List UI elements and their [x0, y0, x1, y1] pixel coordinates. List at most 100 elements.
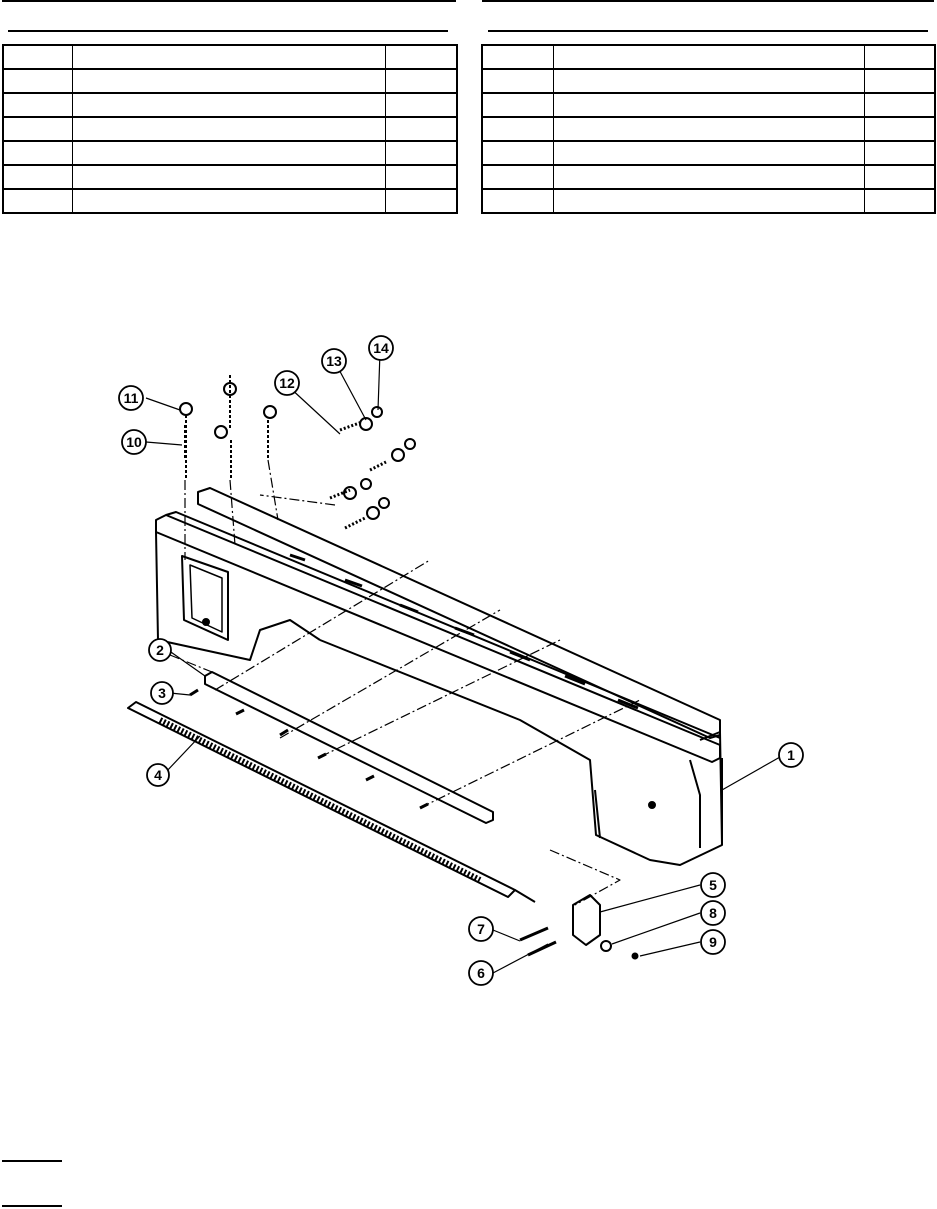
- part-ref-cell: [2, 188, 74, 214]
- callout-11: 11: [118, 385, 144, 411]
- part-desc-cell: [72, 116, 386, 142]
- right-subheader-rule: [488, 30, 928, 32]
- part-qty-cell: [384, 140, 458, 166]
- part-desc-cell: [553, 116, 865, 142]
- callouts: 11 10 12 13 14 2 3 4 1 5 8 9 7 6: [118, 335, 804, 986]
- part-ref-cell: [481, 188, 555, 214]
- part-desc-cell: [553, 164, 865, 190]
- left-subheader-rule: [8, 30, 448, 32]
- parts-row: [2, 164, 458, 190]
- part-qty-cell: [384, 68, 458, 94]
- part-ref-cell: [2, 44, 74, 70]
- svg-text:13: 13: [326, 353, 342, 369]
- part-ref-cell: [481, 44, 555, 70]
- svg-text:6: 6: [477, 965, 485, 981]
- callout-14: 14: [368, 335, 394, 361]
- callout-13: 13: [321, 348, 347, 374]
- part-qty-cell: [863, 164, 936, 190]
- part-ref-cell: [481, 92, 555, 118]
- callout-8: 8: [700, 900, 726, 926]
- footer-rule-upper: [2, 1160, 62, 1162]
- svg-text:9: 9: [709, 934, 717, 950]
- part-qty-cell: [863, 44, 936, 70]
- svg-text:12: 12: [279, 375, 295, 391]
- rack-screws: [189, 688, 429, 810]
- svg-text:1: 1: [787, 747, 795, 763]
- parts-row: [2, 116, 458, 142]
- callout-leaders: [145, 351, 781, 974]
- parts-row: [481, 140, 936, 166]
- callout-10: 10: [121, 429, 147, 455]
- part-desc-cell: [553, 140, 865, 166]
- part-ref-cell: [2, 92, 74, 118]
- lead-screw: [127, 701, 536, 903]
- part-qty-cell: [384, 164, 458, 190]
- parts-row: [2, 44, 458, 70]
- assembly-lines: [169, 459, 641, 906]
- part-ref-cell: [481, 68, 555, 94]
- parts-table-left: [2, 44, 458, 214]
- part-desc-cell: [553, 188, 865, 214]
- callout-5: 5: [700, 872, 726, 898]
- callout-2: 2: [148, 638, 172, 662]
- part-desc-cell: [553, 68, 865, 94]
- parts-row: [481, 44, 936, 70]
- part-qty-cell: [863, 140, 936, 166]
- lathe-bed: [155, 487, 723, 866]
- end-bracket: [519, 894, 639, 960]
- footer-rule-lower: [2, 1205, 62, 1207]
- rack-bar: [204, 671, 494, 824]
- part-desc-cell: [553, 92, 865, 118]
- part-ref-cell: [481, 140, 555, 166]
- svg-text:5: 5: [709, 877, 717, 893]
- callout-7: 7: [468, 916, 494, 942]
- part-desc-cell: [72, 92, 386, 118]
- svg-text:11: 11: [124, 390, 139, 406]
- svg-text:10: 10: [126, 434, 142, 450]
- parts-table-right-body: [481, 44, 936, 214]
- svg-text:2: 2: [156, 642, 164, 658]
- parts-row: [481, 164, 936, 190]
- part-desc-cell: [72, 68, 386, 94]
- part-qty-cell: [384, 92, 458, 118]
- parts-row: [2, 68, 458, 94]
- callout-1: 1: [778, 742, 804, 768]
- part-desc-cell: [72, 188, 386, 214]
- right-header-rule: [482, 0, 934, 2]
- callout-3: 3: [150, 681, 174, 705]
- callout-4: 4: [146, 763, 170, 787]
- part-desc-cell: [553, 44, 865, 70]
- part-qty-cell: [863, 188, 936, 214]
- svg-text:7: 7: [477, 921, 485, 937]
- svg-text:3: 3: [158, 685, 166, 701]
- part-ref-cell: [2, 140, 74, 166]
- svg-text:14: 14: [373, 340, 389, 356]
- parts-row: [481, 68, 936, 94]
- callout-12: 12: [274, 370, 300, 396]
- parts-row: [481, 92, 936, 118]
- part-qty-cell: [863, 68, 936, 94]
- svg-text:8: 8: [709, 905, 717, 921]
- parts-row: [481, 188, 936, 214]
- part-desc-cell: [72, 140, 386, 166]
- part-desc-cell: [72, 164, 386, 190]
- part-qty-cell: [384, 44, 458, 70]
- studs-and-nuts: [179, 375, 416, 530]
- parts-row: [2, 188, 458, 214]
- part-qty-cell: [384, 188, 458, 214]
- callout-9: 9: [700, 929, 726, 955]
- part-ref-cell: [2, 68, 74, 94]
- callout-6: 6: [468, 960, 494, 986]
- part-qty-cell: [863, 92, 936, 118]
- part-ref-cell: [2, 116, 74, 142]
- part-desc-cell: [72, 44, 386, 70]
- parts-row: [481, 116, 936, 142]
- parts-row: [2, 140, 458, 166]
- part-qty-cell: [384, 116, 458, 142]
- parts-table-left-body: [2, 44, 458, 214]
- part-qty-cell: [863, 116, 936, 142]
- parts-row: [2, 92, 458, 118]
- part-ref-cell: [481, 164, 555, 190]
- parts-table-right: [481, 44, 936, 214]
